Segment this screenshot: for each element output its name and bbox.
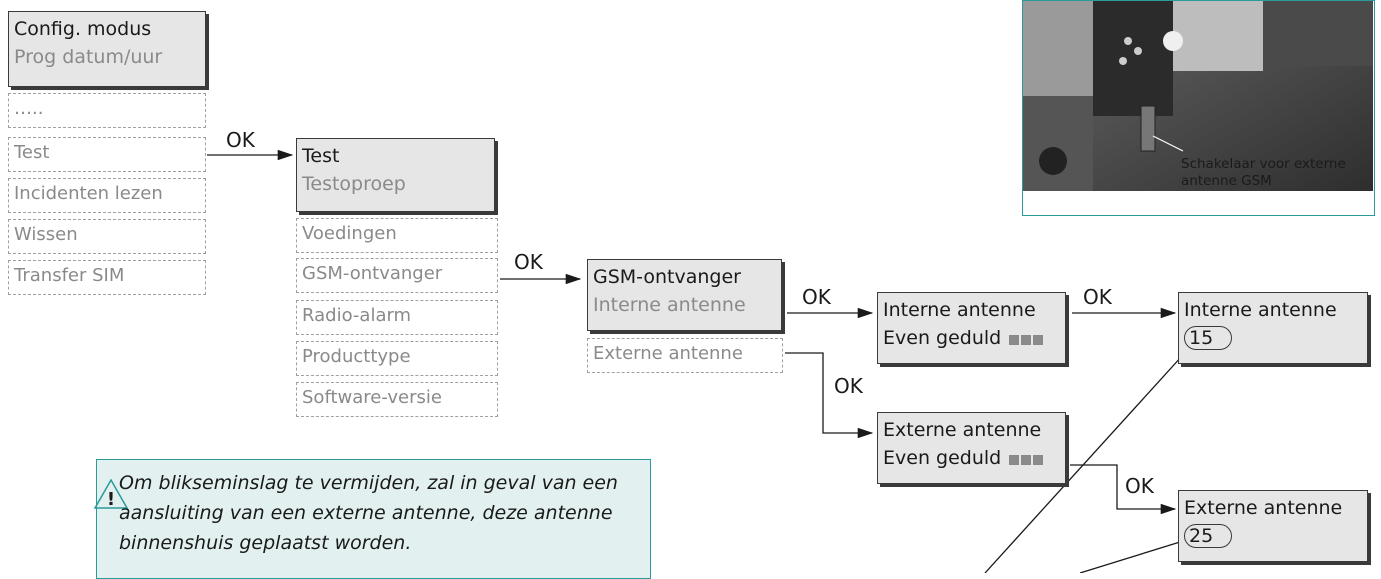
ok-label: OK	[802, 285, 831, 309]
gsm-ontvanger-box: GSM-ontvanger Interne antenne	[587, 259, 782, 331]
ok-label: OK	[1083, 285, 1112, 309]
gsm-title: GSM-ontvanger	[593, 266, 741, 288]
externe-result-title: Externe antenne	[1184, 497, 1343, 519]
main-menu-item[interactable]: Incidenten lezen	[8, 178, 206, 213]
test-menu-item[interactable]: Software-versie	[296, 382, 498, 417]
arrow-externe	[785, 352, 874, 439]
externe-antenne-wait-box: Externe antenne Even geduld	[877, 412, 1066, 484]
main-menu-item[interactable]: Transfer SIM	[8, 260, 206, 295]
test-menu-item[interactable]: Radio-alarm	[296, 300, 498, 335]
progress-bars-icon	[1009, 325, 1045, 353]
test-menu-item[interactable]: Producttype	[296, 341, 498, 376]
externe-result-value: 25	[1184, 524, 1233, 548]
test-menu-item[interactable]: GSM-ontvanger	[296, 258, 498, 293]
interne-result-title: Interne antenne	[1184, 299, 1337, 321]
leader-line-15	[984, 355, 1183, 573]
interne-result-value: 15	[1184, 326, 1233, 350]
externe-antenne-result-box: Externe antenne 25	[1178, 490, 1368, 562]
test-box: Test Testoproep	[296, 138, 495, 212]
progress-bars-icon	[1009, 445, 1045, 473]
main-menu-item[interactable]: Test	[8, 137, 206, 172]
antenna-switch-photo: Schakelaar voor externe antenne GSM	[1022, 0, 1375, 216]
leader-line-25	[1079, 541, 1181, 573]
interne-wait-title: Interne antenne	[883, 299, 1036, 321]
externe-result-line: 25	[1184, 522, 1362, 550]
externe-wait-title: Externe antenne	[883, 419, 1042, 441]
svg-text:!: !	[107, 489, 115, 510]
lightning-warning-note: ! Om blikseminslag te vermijden, zal in …	[93, 459, 651, 579]
interne-result-line: 15	[1184, 324, 1362, 352]
note-text: Om blikseminslag te vermijden, zal in ge…	[119, 472, 618, 554]
interne-antenne-wait-box: Interne antenne Even geduld	[877, 292, 1066, 364]
interne-wait-status: Even geduld	[883, 324, 1060, 353]
gsm-menu-item[interactable]: Externe antenne	[587, 338, 783, 373]
ok-label: OK	[226, 128, 255, 152]
ok-label: OK	[514, 250, 543, 274]
interne-antenne-result-box: Interne antenne 15	[1178, 292, 1368, 364]
main-menu-item[interactable]: Wissen	[8, 219, 206, 254]
externe-wait-label: Even geduld	[883, 447, 1002, 469]
arrow-externe-result	[1070, 464, 1177, 515]
config-modus-box: Config. modus Prog datum/uur	[8, 11, 206, 87]
interne-wait-label: Even geduld	[883, 327, 1002, 349]
gsm-subtitle: Interne antenne	[593, 294, 746, 316]
photo-caption: Schakelaar voor externe antenne GSM	[1181, 156, 1346, 189]
main-menu-item[interactable]: …..	[8, 93, 206, 128]
warning-icon: !	[93, 478, 129, 510]
ok-label: OK	[834, 374, 863, 398]
photo-image	[1023, 1, 1373, 191]
externe-wait-status: Even geduld	[883, 444, 1060, 473]
ok-label: OK	[1125, 474, 1154, 498]
test-title: Test	[302, 145, 340, 167]
test-menu-item[interactable]: Voedingen	[296, 218, 498, 253]
config-subtitle: Prog datum/uur	[14, 46, 163, 68]
test-subtitle: Testoproep	[302, 173, 406, 195]
config-title: Config. modus	[14, 18, 152, 40]
